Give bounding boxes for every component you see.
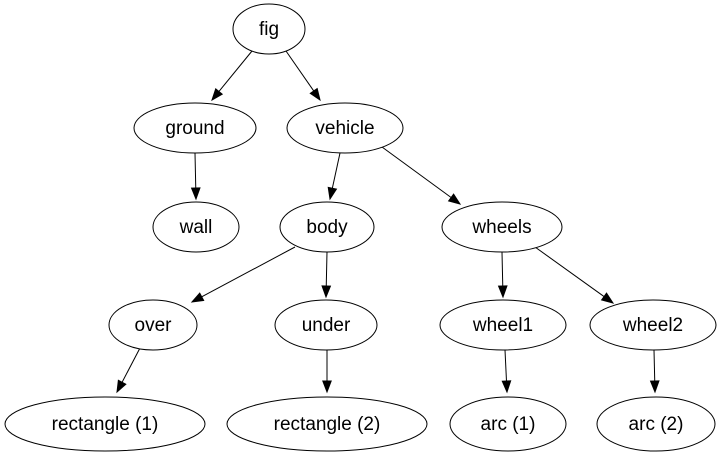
edge-line: [325, 251, 328, 287]
graph-node-body[interactable]: body: [279, 201, 375, 253]
graph-edge: [381, 146, 462, 205]
edge-arrowhead-icon: [190, 187, 201, 201]
edge-arrowhead-icon: [649, 380, 660, 394]
graph-node-wheel1[interactable]: wheel1: [439, 299, 567, 351]
node-ellipse[interactable]: [4, 396, 206, 452]
edge-arrowhead-icon: [321, 285, 332, 299]
node-ellipse[interactable]: [441, 201, 563, 253]
edge-arrowhead-icon: [322, 380, 332, 394]
graph-edge: [327, 152, 341, 201]
edge-line: [121, 347, 141, 383]
node-label: rectangle (2): [274, 414, 381, 435]
node-ellipse[interactable]: [152, 201, 240, 253]
edge-arrowhead-icon: [211, 87, 224, 102]
edge-line: [534, 246, 605, 297]
node-ellipse[interactable]: [589, 299, 717, 351]
graph-edge: [649, 349, 660, 394]
graph-edge: [190, 246, 296, 303]
graph-edge: [497, 251, 508, 299]
edge-arrowhead-icon: [497, 285, 508, 299]
graph-edge: [501, 349, 512, 394]
node-ellipse[interactable]: [108, 299, 198, 351]
node-ellipse[interactable]: [274, 299, 378, 351]
edge-arrowhead-icon: [327, 186, 338, 201]
edge-line: [201, 246, 296, 298]
node-label: ground: [165, 118, 224, 139]
node-ellipse[interactable]: [133, 102, 257, 154]
node-label: arc (1): [481, 414, 536, 435]
graph-node-rectangle_1[interactable]: rectangle (1): [4, 396, 206, 452]
nodes-layer: fig ground vehicle wall body wheels over under w…: [4, 3, 717, 452]
edges-layer: [116, 50, 660, 394]
graph-node-fig[interactable]: fig: [232, 3, 306, 55]
graph-node-vehicle[interactable]: vehicle: [286, 102, 404, 154]
node-ellipse[interactable]: [279, 201, 375, 253]
node-label: over: [135, 315, 173, 336]
node-ellipse[interactable]: [439, 299, 567, 351]
graph-node-rectangle_2[interactable]: rectangle (2): [226, 396, 428, 452]
node-label: wall: [179, 217, 213, 238]
edge-arrowhead-icon: [600, 292, 615, 304]
graph-edge: [211, 50, 253, 102]
node-label: under: [302, 315, 351, 336]
node-label: rectangle (1): [52, 414, 159, 435]
graph-node-wall[interactable]: wall: [152, 201, 240, 253]
node-label: wheels: [471, 217, 531, 238]
graph-node-arc_2[interactable]: arc (2): [596, 396, 716, 452]
graph-node-arc_1[interactable]: arc (1): [449, 396, 567, 452]
edge-arrowhead-icon: [116, 379, 127, 394]
edge-line: [194, 152, 197, 189]
node-ellipse[interactable]: [286, 102, 404, 154]
edge-line: [331, 152, 341, 189]
edge-arrowhead-icon: [190, 292, 205, 303]
graph-edge: [321, 251, 332, 299]
graph-edge: [285, 50, 321, 102]
node-ellipse[interactable]: [232, 3, 306, 55]
node-ellipse[interactable]: [226, 396, 428, 452]
edge-line: [504, 349, 507, 382]
node-label: fig: [259, 19, 279, 40]
node-label: vehicle: [315, 118, 374, 139]
edge-line: [381, 146, 452, 198]
graph-edge: [190, 152, 201, 201]
node-label: wheel1: [472, 315, 533, 336]
graph-edge: [116, 347, 141, 394]
edge-line: [653, 349, 656, 382]
node-ellipse[interactable]: [596, 396, 716, 452]
edge-arrowhead-icon: [501, 380, 512, 394]
edge-arrowhead-icon: [447, 193, 462, 205]
graph-node-wheel2[interactable]: wheel2: [589, 299, 717, 351]
graph-node-wheels[interactable]: wheels: [441, 201, 563, 253]
edge-line: [218, 50, 253, 92]
edge-arrowhead-icon: [309, 87, 321, 102]
graph-edge: [322, 350, 332, 394]
node-label: arc (2): [629, 414, 684, 435]
node-ellipse[interactable]: [449, 396, 567, 452]
graph-edge: [534, 246, 615, 304]
graph-node-under[interactable]: under: [274, 299, 378, 351]
node-label: wheel2: [622, 315, 683, 336]
graph-node-ground[interactable]: ground: [133, 102, 257, 154]
edge-line: [501, 251, 504, 287]
edge-line: [285, 50, 315, 92]
graph-node-over[interactable]: over: [108, 299, 198, 351]
node-label: body: [306, 217, 348, 238]
